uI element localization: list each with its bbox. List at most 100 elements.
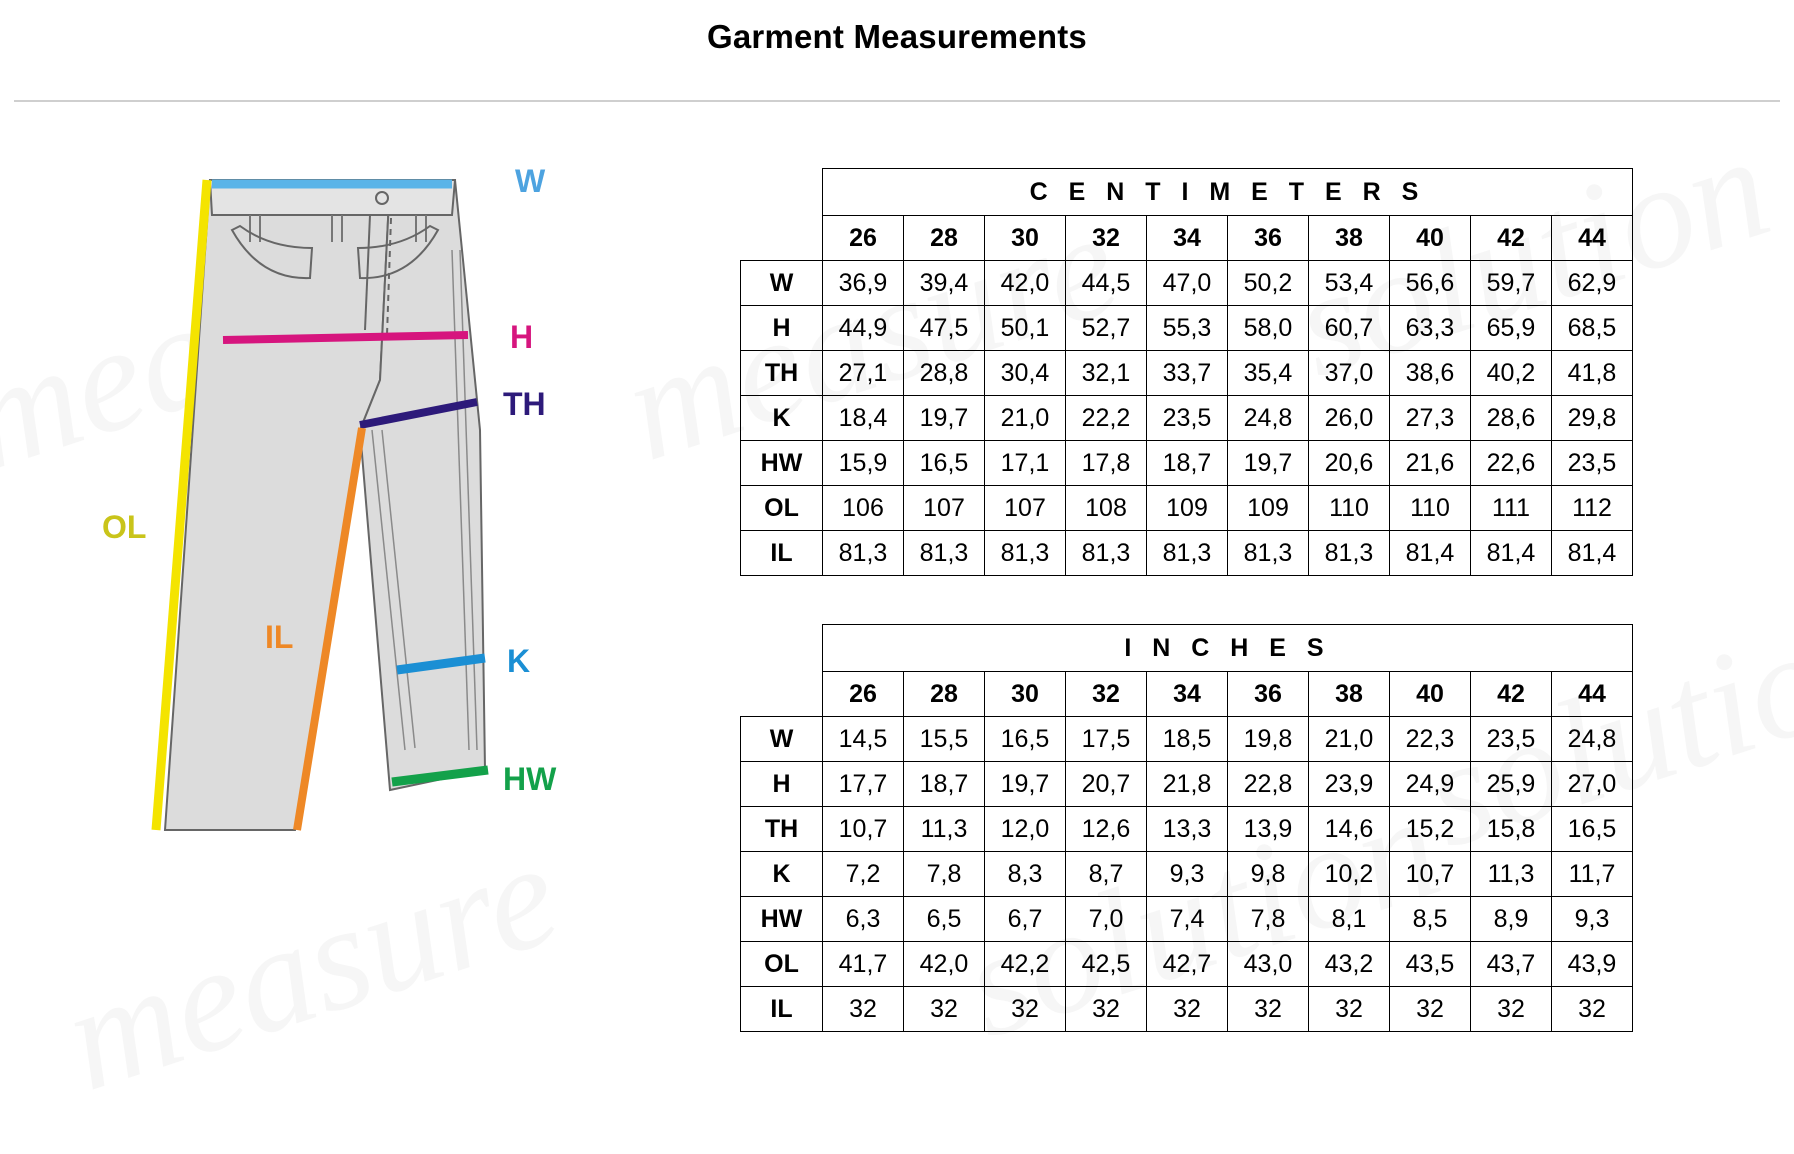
cell-hw-40: 8,5 [1389,896,1471,942]
cell-il-28: 81,3 [903,530,985,576]
cell-il-30: 32 [984,986,1066,1032]
cell-th-40: 38,6 [1389,350,1471,396]
cell-il-44: 81,4 [1551,530,1633,576]
cell-k-42: 28,6 [1470,395,1552,441]
cell-il-38: 32 [1308,986,1390,1032]
outseam-measure-line [151,179,212,831]
cell-ol-26: 106 [822,485,904,531]
cell-hw-30: 17,1 [984,440,1066,486]
cell-k-38: 10,2 [1308,851,1390,897]
row-label-h: H [740,305,823,351]
cell-h-30: 50,1 [984,305,1066,351]
cell-ol-40: 43,5 [1389,941,1471,987]
centimeters-unit-row: C E N T I M E T E R S [741,168,1633,216]
cell-il-36: 81,3 [1227,530,1309,576]
cell-hw-36: 19,7 [1227,440,1309,486]
cell-k-34: 23,5 [1146,395,1228,441]
cell-w-34: 47,0 [1146,260,1228,306]
cell-w-32: 44,5 [1065,260,1147,306]
cell-hw-34: 7,4 [1146,896,1228,942]
corner-blank [741,625,823,672]
cell-h-40: 24,9 [1389,761,1471,807]
waist-button [375,191,389,205]
cell-th-42: 40,2 [1470,350,1552,396]
cell-hw-26: 15,9 [822,440,904,486]
cell-k-26: 18,4 [822,395,904,441]
label-il: IL [265,619,293,655]
seam-line [371,429,406,751]
cell-w-30: 16,5 [984,716,1066,762]
cell-k-44: 11,7 [1551,851,1633,897]
row-label-th: TH [740,806,823,852]
row-label-hw: HW [740,440,823,486]
size-header-40: 40 [1389,215,1471,261]
cell-hw-44: 23,5 [1551,440,1633,486]
cell-k-32: 22,2 [1065,395,1147,441]
cell-ol-40: 110 [1389,485,1471,531]
cell-hw-28: 6,5 [903,896,985,942]
cell-h-42: 65,9 [1470,305,1552,351]
cell-w-42: 23,5 [1470,716,1552,762]
thigh-measure-line [359,398,478,429]
row-label-h: H [740,761,823,807]
cell-ol-38: 43,2 [1308,941,1390,987]
cell-hw-38: 20,6 [1308,440,1390,486]
cell-hw-34: 18,7 [1146,440,1228,486]
size-header-26: 26 [822,671,904,717]
label-th: TH [503,386,546,422]
cell-il-26: 81,3 [822,530,904,576]
page-title: Garment Measurements [707,18,1087,55]
cell-il-32: 81,3 [1065,530,1147,576]
cell-th-42: 15,8 [1470,806,1552,852]
inches-unit-row: I N C H E S [741,624,1633,672]
row-label-k: K [740,395,823,441]
cell-th-30: 30,4 [984,350,1066,396]
cell-ol-32: 108 [1065,485,1147,531]
size-header-42: 42 [1470,671,1552,717]
cell-th-30: 12,0 [984,806,1066,852]
size-header-42: 42 [1470,215,1552,261]
cell-il-42: 32 [1470,986,1552,1032]
cell-th-36: 35,4 [1227,350,1309,396]
cell-h-34: 21,8 [1146,761,1228,807]
cell-th-38: 14,6 [1308,806,1390,852]
corner-blank [741,216,823,261]
cell-il-36: 32 [1227,986,1309,1032]
cell-h-28: 18,7 [903,761,985,807]
cell-h-42: 25,9 [1470,761,1552,807]
cell-th-26: 27,1 [822,350,904,396]
cell-h-32: 52,7 [1065,305,1147,351]
cell-th-38: 37,0 [1308,350,1390,396]
size-header-26: 26 [822,215,904,261]
cell-ol-36: 43,0 [1227,941,1309,987]
cell-hw-44: 9,3 [1551,896,1633,942]
cell-th-44: 41,8 [1551,350,1633,396]
jeans-measurement-diagram: W H TH K HW OL IL [60,130,620,890]
cell-ol-38: 110 [1308,485,1390,531]
label-k: K [507,643,530,679]
cell-k-30: 21,0 [984,395,1066,441]
cell-hw-32: 17,8 [1065,440,1147,486]
cell-h-36: 22,8 [1227,761,1309,807]
belt-loop [331,215,343,242]
cell-w-28: 15,5 [903,716,985,762]
label-ol: OL [102,509,146,545]
inches-unit-title: I N C H E S [822,624,1633,672]
cell-w-38: 21,0 [1308,716,1390,762]
cell-hw-28: 16,5 [903,440,985,486]
cell-w-26: 36,9 [822,260,904,306]
cell-th-34: 33,7 [1146,350,1228,396]
label-w: W [515,163,546,199]
cell-h-38: 60,7 [1308,305,1390,351]
